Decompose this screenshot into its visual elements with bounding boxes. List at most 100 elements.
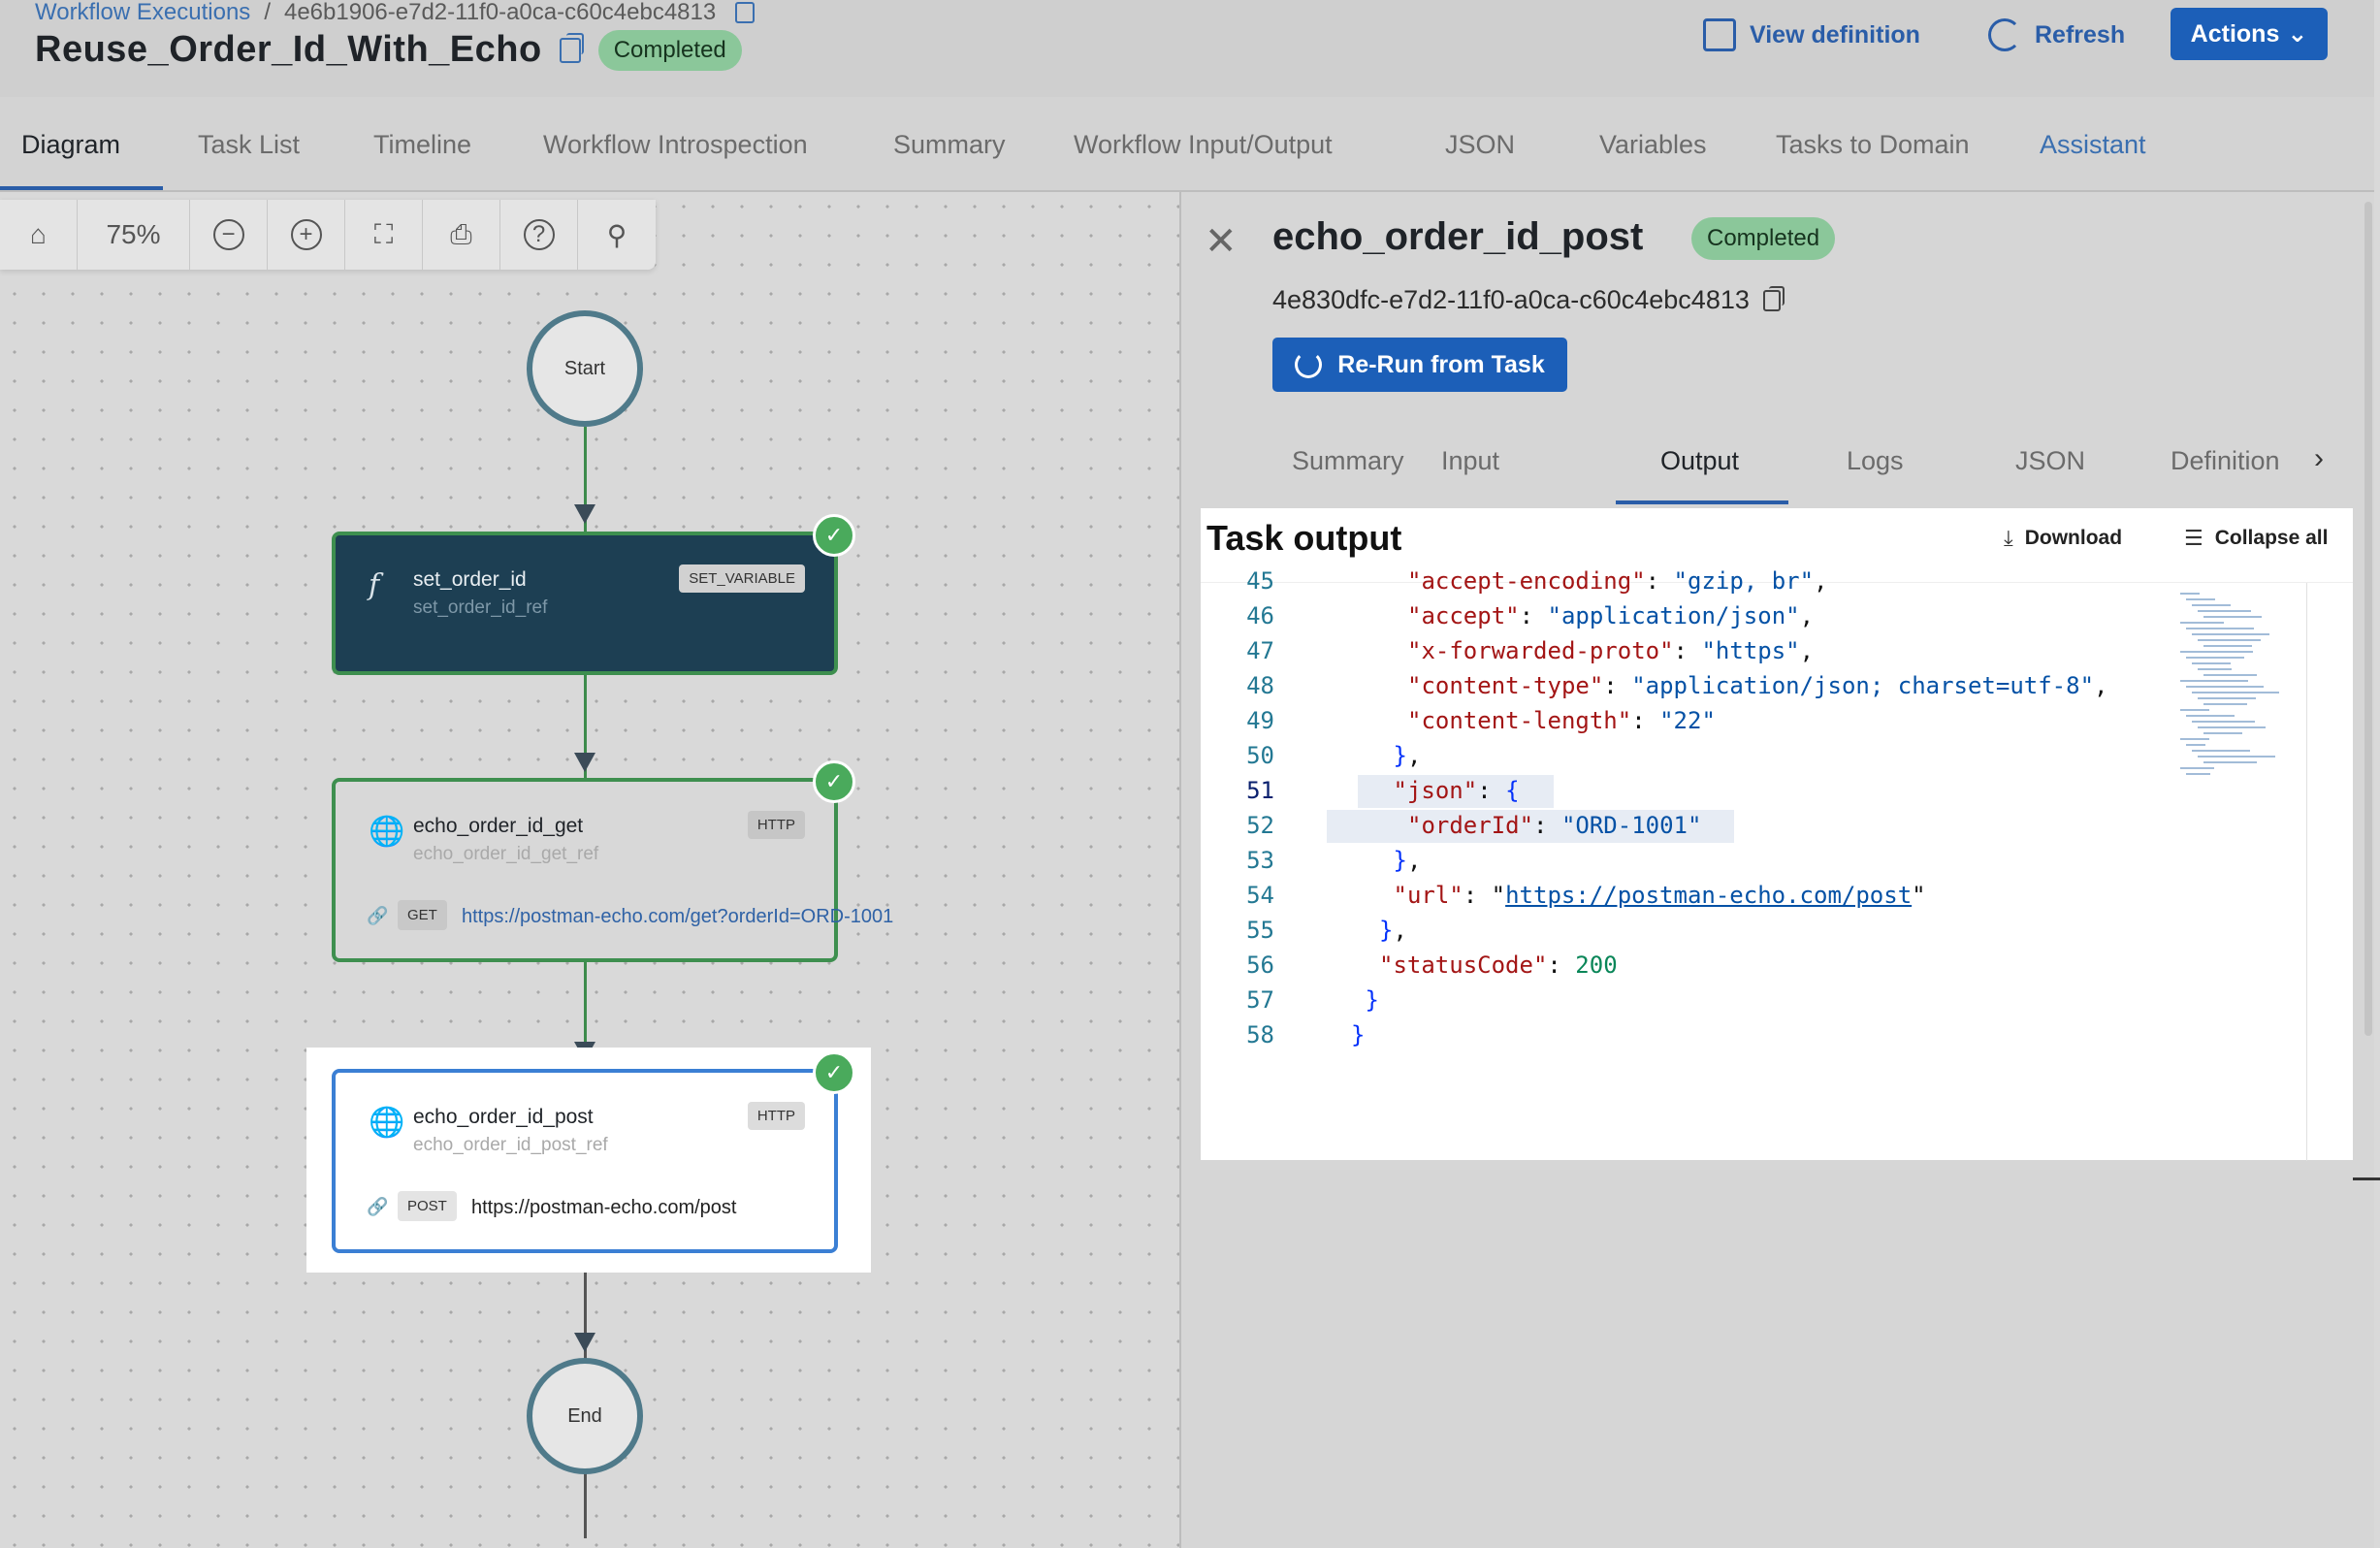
- line-number: 52: [1246, 812, 1274, 839]
- tab-summary[interactable]: Summary: [893, 130, 1006, 159]
- zoom-out-icon[interactable]: −: [190, 200, 268, 270]
- end-node[interactable]: End: [527, 1358, 643, 1474]
- line-number: 50: [1246, 742, 1274, 769]
- page-title: Reuse_Order_Id_With_Echo: [35, 29, 542, 70]
- copy-icon[interactable]: [735, 2, 756, 23]
- download-button[interactable]: ⤓ Download: [2004, 526, 2122, 551]
- minimap-line: [2198, 610, 2251, 612]
- tab-variables[interactable]: Variables: [1599, 130, 1707, 159]
- minimap-line: [2180, 767, 2214, 769]
- status-badge: Completed: [597, 29, 742, 71]
- task-output-card: Task output ⤓ Download ☰ Collapse all 45…: [1201, 508, 2353, 1161]
- workflow-diagram[interactable]: ⌂ 75% − + ⛶ ⎙ ? ⚲ Start f set_order_id s…: [0, 192, 1179, 1548]
- line-number: 45: [1246, 567, 1274, 595]
- panel-tab-json[interactable]: JSON: [2015, 446, 2086, 475]
- task-ref: set_order_id_ref: [413, 597, 548, 618]
- task-ref: echo_order_id_post_ref: [413, 1135, 608, 1155]
- function-icon: f: [369, 568, 380, 602]
- line-text: "orderId": "ORD-1001": [1407, 812, 1702, 839]
- task-id-row: 4e830dfc-e7d2-11f0-a0ca-c60c4ebc4813: [1272, 285, 1785, 315]
- line-number: 49: [1246, 707, 1274, 734]
- rerun-from-task-button[interactable]: Re-Run from Task: [1272, 338, 1567, 392]
- task-ref: echo_order_id_get_ref: [413, 844, 599, 864]
- tab-json[interactable]: JSON: [1445, 130, 1516, 159]
- task-url[interactable]: https://postman-echo.com/post: [471, 1197, 737, 1218]
- zoom-in-icon[interactable]: +: [268, 200, 345, 270]
- tab-task-list[interactable]: Task List: [198, 130, 301, 159]
- panel-tab-input[interactable]: Input: [1441, 446, 1500, 475]
- task-type-badge: HTTP: [747, 811, 805, 839]
- line-number: 54: [1246, 882, 1274, 909]
- code-line: 45"accept-encoding": "gzip, br",: [1201, 564, 2171, 598]
- minimap-line: [2186, 598, 2215, 600]
- tab-workflow-input-output[interactable]: Workflow Input/Output: [1074, 130, 1333, 159]
- panel-scrollbar[interactable]: [2364, 202, 2372, 1036]
- minimap-line: [2203, 761, 2257, 763]
- rerun-label: Re-Run from Task: [1337, 350, 1545, 378]
- panel-tab-definition[interactable]: Definition: [2171, 446, 2280, 475]
- json-code-editor[interactable]: 45"accept-encoding": "gzip, br",46"accep…: [1201, 567, 2353, 1161]
- minimap-line: [2180, 651, 2253, 653]
- code-minimap[interactable]: [2176, 589, 2302, 880]
- line-text: "statusCode": 200: [1379, 951, 1618, 979]
- refresh-button[interactable]: Refresh: [1988, 14, 2125, 56]
- check-icon: ✓: [813, 760, 855, 803]
- tab-timeline[interactable]: Timeline: [373, 130, 472, 159]
- task-title: echo_order_id_post: [1272, 215, 1644, 258]
- minimap-line: [2186, 773, 2210, 775]
- minimap-line: [2180, 709, 2209, 711]
- tab-diagram[interactable]: Diagram: [21, 130, 121, 159]
- line-text: },: [1379, 917, 1407, 944]
- line-number: 51: [1246, 777, 1274, 804]
- start-node[interactable]: Start: [527, 310, 643, 427]
- line-text: },: [1393, 742, 1422, 769]
- tab-tasks-to-domain[interactable]: Tasks to Domain: [1776, 130, 1970, 159]
- home-icon[interactable]: ⌂: [0, 200, 78, 270]
- print-icon[interactable]: ⎙: [423, 200, 500, 270]
- actions-button[interactable]: Actions ⌄: [2171, 8, 2328, 60]
- external-link-icon: [1703, 18, 1736, 51]
- check-icon: ✓: [813, 1051, 855, 1094]
- tab-assistant[interactable]: Assistant: [2040, 130, 2146, 159]
- task-url[interactable]: https://postman-echo.com/get?orderId=ORD…: [462, 906, 894, 927]
- minimap-line: [2186, 657, 2244, 659]
- minimap-line: [2192, 692, 2279, 693]
- minimap-line: [2186, 628, 2254, 629]
- help-icon[interactable]: ?: [500, 200, 578, 270]
- close-icon[interactable]: ✕: [1205, 220, 1238, 263]
- panel-tab-output[interactable]: Output: [1660, 446, 1740, 475]
- actions-label: Actions: [2190, 19, 2280, 48]
- line-text: },: [1393, 847, 1422, 874]
- panel-tab-logs[interactable]: Logs: [1847, 446, 1904, 475]
- resize-handle[interactable]: [2353, 1177, 2380, 1180]
- copy-title-icon[interactable]: [559, 32, 584, 63]
- chevron-right-icon[interactable]: ›: [2314, 442, 2324, 474]
- code-line: 46"accept": "application/json",: [1201, 598, 2171, 633]
- collapse-all-button[interactable]: ☰ Collapse all: [2184, 526, 2328, 551]
- line-text: "x-forwarded-proto": "https",: [1407, 637, 1815, 664]
- task-node-echo-order-id-post[interactable]: 🌐 echo_order_id_post echo_order_id_post_…: [332, 1051, 855, 1253]
- fit-to-screen-icon[interactable]: ⛶: [345, 200, 423, 270]
- code-scrollbar[interactable]: [2306, 583, 2307, 1161]
- minimap-line: [2192, 662, 2231, 664]
- view-definition-button[interactable]: View definition: [1703, 14, 1920, 56]
- panel-tab-summary[interactable]: Summary: [1292, 446, 1404, 475]
- panel-active-tab-indicator: [1616, 500, 1788, 504]
- task-detail-panel: ✕ echo_order_id_post Completed 4e830dfc-…: [1179, 192, 2380, 1548]
- code-line: 52 "orderId": "ORD-1001": [1201, 808, 2171, 843]
- minimap-line: [2198, 726, 2266, 728]
- minimap-line: [2186, 686, 2264, 688]
- minimap-line: [2180, 680, 2248, 682]
- breadcrumb-workflow-executions[interactable]: Workflow Executions: [35, 0, 251, 25]
- line-text: "url": "https://postman-echo.com/post": [1393, 882, 1926, 909]
- line-number: 58: [1246, 1021, 1274, 1048]
- minimap-line: [2198, 639, 2261, 641]
- code-line: 57}: [1201, 983, 2171, 1017]
- line-number: 53: [1246, 847, 1274, 874]
- task-node-echo-order-id-get[interactable]: 🌐 echo_order_id_get echo_order_id_get_re…: [332, 760, 894, 962]
- line-text: }: [1351, 1021, 1366, 1048]
- task-node-set-order-id[interactable]: f set_order_id set_order_id_ref SET_VARI…: [332, 514, 855, 675]
- tab-workflow-introspection[interactable]: Workflow Introspection: [543, 130, 808, 159]
- copy-icon[interactable]: [1762, 285, 1785, 311]
- search-icon[interactable]: ⚲: [606, 219, 627, 250]
